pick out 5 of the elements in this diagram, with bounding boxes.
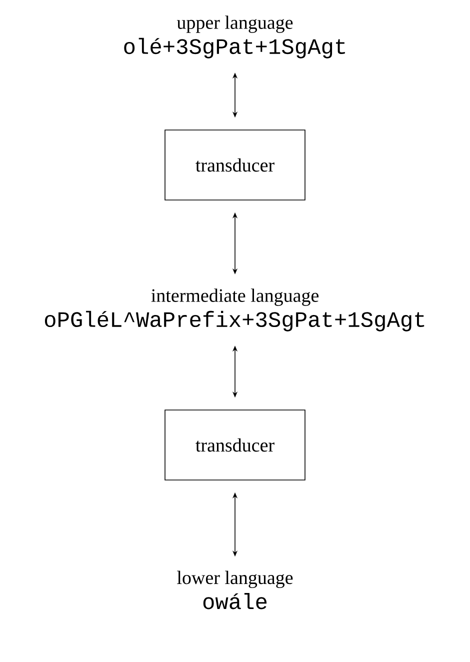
language-label: upper language olé+3SgPat+1SgAgt (124, 16, 345, 58)
language-label: lower language owále (177, 570, 293, 610)
transducer-box: transducer (164, 410, 306, 480)
language-label: intermediate language oPGléL^WaPrefix+3SgPat+1SgAgt (44, 288, 424, 332)
transducer-box: transducer (164, 130, 306, 200)
